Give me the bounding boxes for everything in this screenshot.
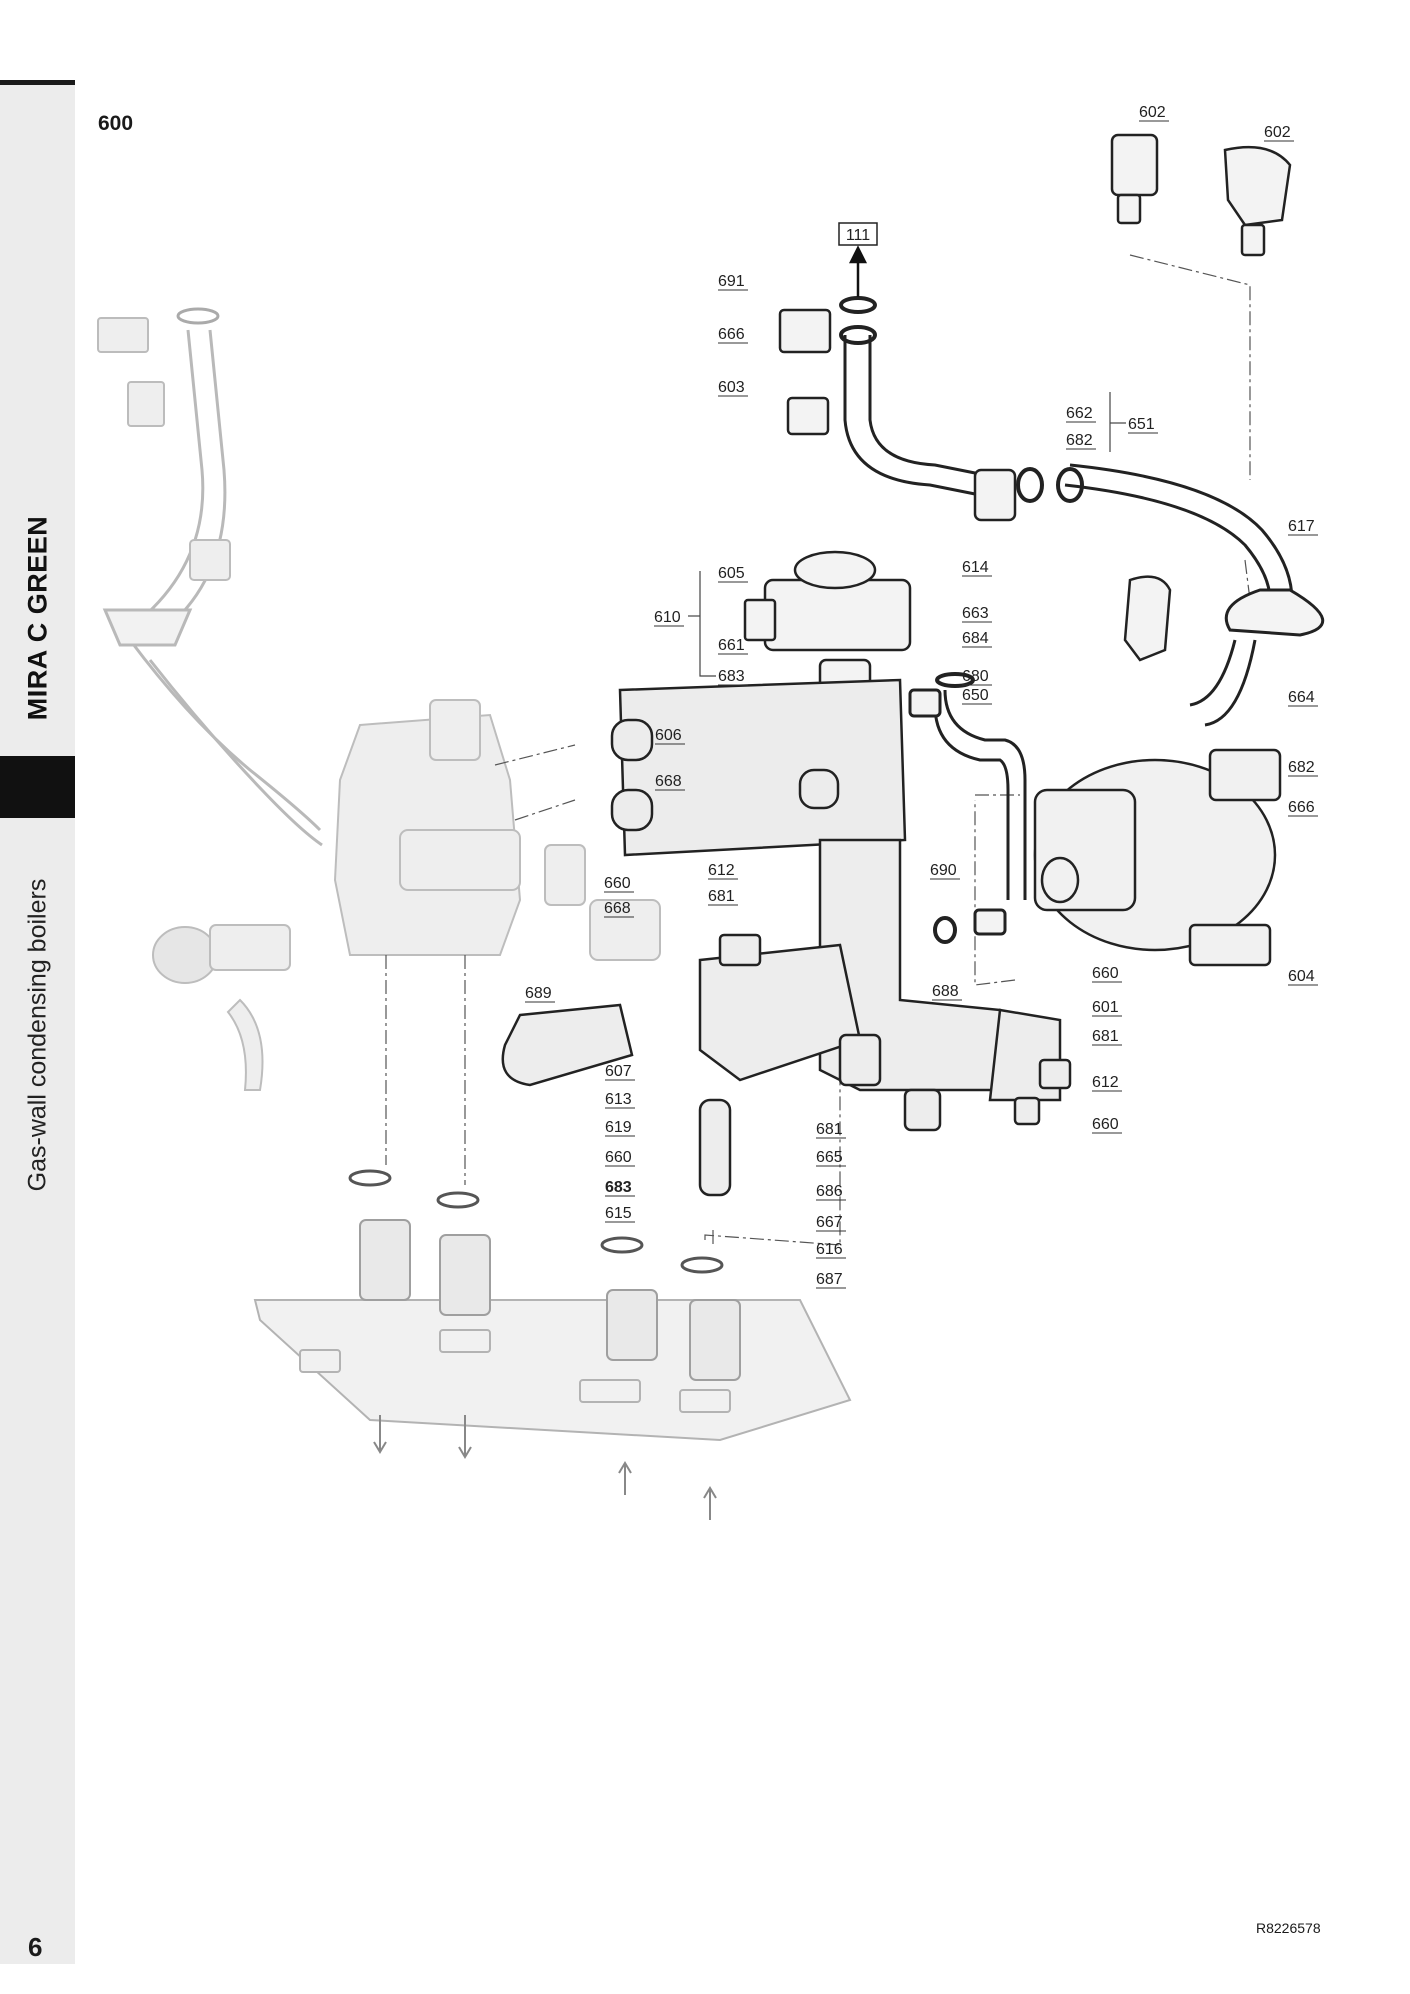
reference-box-111: 111	[838, 222, 878, 246]
sensors-and-clips	[778, 133, 1292, 662]
part-label-661: 661	[718, 637, 745, 654]
part-label-603: 603	[718, 379, 745, 396]
part-label-605: 605	[718, 565, 745, 582]
part-label-663: 663	[962, 605, 989, 622]
part-label-664: 664	[1288, 689, 1315, 706]
top-return-pipe	[843, 335, 1324, 727]
arrow-to-111	[848, 245, 868, 297]
part-label-668a: 668	[655, 773, 682, 790]
part-label-680: 680	[962, 668, 989, 685]
part-label-682b: 682	[1288, 759, 1315, 776]
part-label-607: 607	[605, 1063, 632, 1080]
left-clips	[97, 317, 231, 581]
part-label-662: 662	[1066, 405, 1093, 422]
document-reference: R8226578	[1256, 1920, 1321, 1936]
sidebar-black-tab	[0, 756, 75, 818]
part-label-613: 613	[605, 1091, 632, 1108]
part-label-688: 688	[932, 983, 959, 1000]
part-label-690: 690	[930, 862, 957, 879]
part-label-681a: 681	[708, 888, 735, 905]
pump-assembly	[1033, 748, 1282, 967]
lower-hydraulic-block	[501, 838, 1072, 1197]
section-number: 600	[98, 112, 134, 135]
expansion-pipe-650	[908, 672, 1027, 944]
part-label-660c: 660	[1092, 1116, 1119, 1133]
part-label-619: 619	[605, 1119, 632, 1136]
part-label-616: 616	[816, 1241, 843, 1258]
part-label-681c: 681	[816, 1121, 843, 1138]
part-labels-layer: 602 602 691 666 603 662 651 682 617 614 605 610 663 6…	[525, 104, 1318, 1289]
part-label-683b: 683	[605, 1179, 632, 1196]
part-label-606: 606	[655, 727, 682, 744]
part-label-686: 686	[816, 1183, 843, 1200]
part-label-683a: 683	[718, 668, 745, 685]
plate-connectors	[348, 1169, 741, 1381]
reference-box-text: 111	[846, 227, 870, 244]
alignment-lines	[385, 254, 1251, 1246]
part-label-610: 610	[654, 609, 681, 626]
part-label-617: 617	[1288, 518, 1315, 535]
part-label-660b: 660	[1092, 965, 1119, 982]
part-label-602b: 602	[1264, 124, 1291, 141]
part-label-660a: 660	[604, 875, 631, 892]
part-label-614: 614	[962, 559, 989, 576]
hydraulic-block-left	[152, 699, 661, 1091]
page-number: 6	[28, 1932, 43, 1962]
part-label-604: 604	[1288, 968, 1315, 985]
part-label-615: 615	[605, 1205, 632, 1222]
part-label-666b: 666	[1288, 799, 1315, 816]
part-label-665: 665	[816, 1149, 843, 1166]
mounting-plate	[253, 1299, 852, 1442]
flow-direction-arrows	[373, 1415, 717, 1520]
part-label-612b: 612	[1092, 1074, 1119, 1091]
part-label-691: 691	[718, 273, 745, 290]
part-label-689: 689	[525, 985, 552, 1002]
part-label-681b: 681	[1092, 1028, 1119, 1045]
part-label-668b: 668	[604, 900, 631, 917]
part-label-684: 684	[962, 630, 989, 647]
part-label-682a: 682	[1066, 432, 1093, 449]
part-label-650: 650	[962, 687, 989, 704]
part-label-612a: 612	[708, 862, 735, 879]
part-label-601: 601	[1092, 999, 1119, 1016]
part-label-660d: 660	[605, 1149, 632, 1166]
part-label-602a: 602	[1139, 104, 1166, 121]
part-label-667: 667	[816, 1214, 843, 1231]
plate-heat-exchanger	[610, 678, 907, 857]
sidebar-top-rule	[0, 80, 75, 85]
part-label-651: 651	[1128, 416, 1155, 433]
bracket-lines	[688, 392, 1126, 677]
part-label-687: 687	[816, 1271, 843, 1288]
part-label-666a: 666	[718, 326, 745, 343]
sidebar-band	[0, 84, 75, 1964]
